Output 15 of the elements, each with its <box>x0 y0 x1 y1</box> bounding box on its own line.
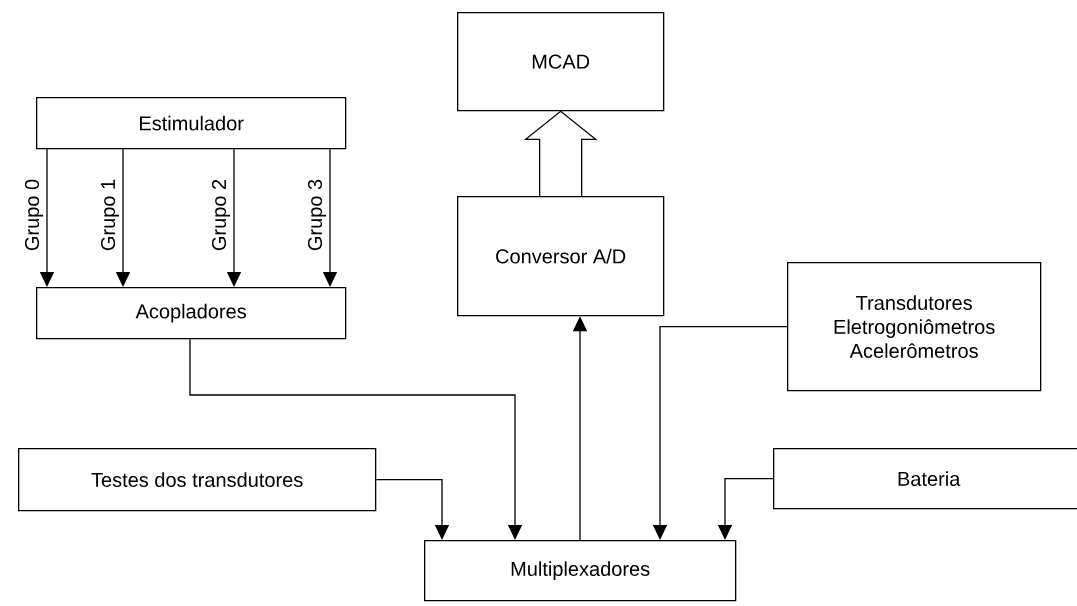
block-box: Acopladores <box>36 287 347 340</box>
block-box: Bateria <box>773 448 1077 510</box>
edge-label: Grupo 3 <box>307 179 327 251</box>
block-box: Transdutores Eletrogoniômetros Acelerômetros <box>787 262 1042 392</box>
arrow <box>189 338 523 540</box>
arrow <box>375 479 450 540</box>
block-box: Conversor A/D <box>457 196 665 317</box>
block-box: Multiplexadores <box>424 540 737 602</box>
edge-label: Grupo 2 <box>211 179 231 251</box>
hollow-arrow <box>523 110 598 197</box>
block-box: Testes dos transdutores <box>18 448 377 512</box>
edge-label: Grupo 1 <box>100 179 120 251</box>
block-box: MCAD <box>457 12 665 112</box>
block-box: Estimulador <box>36 97 347 150</box>
edge-label: Grupo 0 <box>24 179 44 251</box>
